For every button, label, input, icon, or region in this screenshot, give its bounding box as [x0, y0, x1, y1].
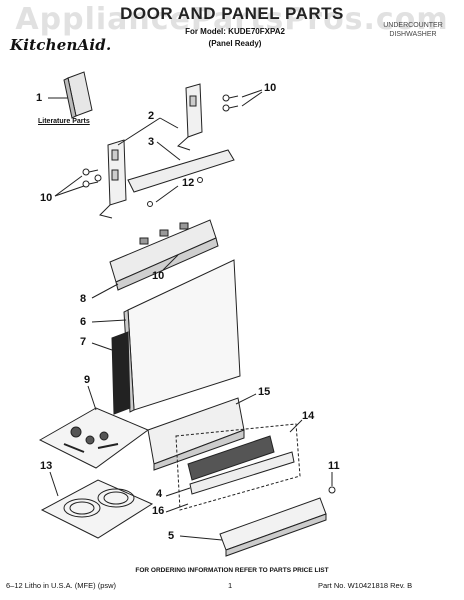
- outer-door-panel: [123, 259, 241, 413]
- leader-16: [165, 503, 189, 513]
- callout-14: 14: [302, 410, 315, 422]
- callout-9: 9: [84, 374, 91, 386]
- callout-10-top: 10: [264, 82, 277, 94]
- leader-14: [289, 419, 303, 433]
- page-number: 1: [228, 581, 233, 590]
- callout-6: 6: [80, 316, 87, 328]
- callout-13: 13: [40, 460, 53, 472]
- leader-9: [87, 385, 97, 411]
- leader-10a: [241, 89, 263, 98]
- door-insulation: [111, 331, 131, 415]
- callout-8: 8: [80, 293, 87, 305]
- callout-7: 7: [80, 336, 87, 348]
- literature-booklet: [63, 71, 93, 119]
- callout-12: 12: [182, 177, 195, 189]
- callout-16: 16: [152, 505, 165, 517]
- left-door-bracket: [99, 139, 127, 219]
- page-title: DOOR AND PANEL PARTS: [120, 4, 344, 23]
- leader-7: [91, 342, 113, 351]
- leader-5: [179, 535, 223, 541]
- callout-1: 1: [36, 92, 43, 104]
- panel-note: (Panel Ready): [208, 39, 262, 48]
- callout-3: 3: [148, 136, 155, 148]
- leader-15: [235, 393, 257, 405]
- leader-3: [156, 141, 181, 161]
- leader-2a: [159, 117, 179, 129]
- model-number: For Model: KUDE70FXPA2: [185, 27, 285, 36]
- right-door-bracket: [177, 83, 203, 151]
- callout-15: 15: [258, 386, 271, 398]
- leader-2b: [117, 117, 161, 146]
- screw-set-top: [222, 94, 239, 112]
- callout-10-mid: 10: [152, 270, 165, 282]
- leader-4: [165, 487, 191, 497]
- callout-10-left: 10: [40, 192, 53, 204]
- leader-10b: [54, 175, 83, 197]
- leader-12: [155, 185, 179, 203]
- control-panel-assembly: [109, 219, 219, 291]
- insulation-pads-bag: [40, 479, 154, 539]
- door-handle: [147, 397, 245, 471]
- screw-set-left: [82, 168, 102, 188]
- callout-11: 11: [328, 460, 340, 472]
- product-type-line1: UNDERCOUNTER: [383, 22, 443, 29]
- part-number: Part No. W10421818 Rev. B: [318, 581, 413, 590]
- ordering-note: FOR ORDERING INFORMATION REFER TO PARTS …: [135, 567, 329, 574]
- leader-6: [91, 319, 127, 323]
- screw-set-12: [147, 177, 203, 207]
- screw-11: [328, 486, 336, 494]
- leader-10c: [162, 254, 179, 271]
- leader-8: [91, 283, 119, 299]
- callout-4: 4: [156, 488, 163, 500]
- product-type-line2: DISHWASHER: [389, 31, 437, 38]
- callout-2: 2: [148, 110, 155, 122]
- hardware-bag: [38, 407, 150, 469]
- callout-5: 5: [168, 530, 175, 542]
- lower-trim-strip: [219, 497, 327, 557]
- print-info: 6–12 Litho in U.S.A. (MFE) (psw): [6, 581, 117, 590]
- trim-assembly: [175, 423, 301, 511]
- brand-logo: KitchenAid.: [10, 36, 112, 54]
- leader-13: [49, 471, 59, 497]
- top-panel-bar: [127, 149, 235, 193]
- literature-parts-label: Literature Parts: [38, 118, 90, 125]
